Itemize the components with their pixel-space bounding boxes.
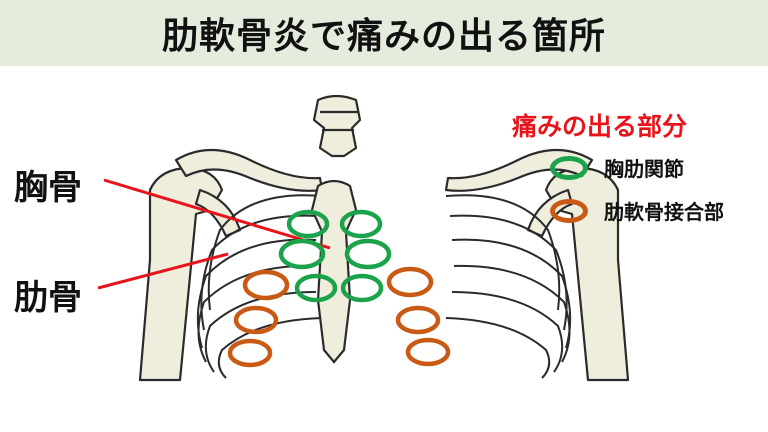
page-title: 肋軟骨炎で痛みの出る箇所 (161, 16, 606, 57)
legend-title: 痛みの出る部分 (512, 112, 688, 141)
orange-ellipse-icon (550, 198, 588, 223)
legend-text: 肋軟骨接合部 (604, 200, 724, 224)
legend-item-sternocostal: 胸肋関節 (550, 153, 684, 182)
green-ellipse-icon (550, 155, 588, 180)
legend-item-costochondral: 肋軟骨接合部 (550, 196, 724, 225)
sternum-label: 胸骨 (14, 168, 82, 208)
rib-label: 肋骨 (14, 278, 82, 318)
title-bar: 肋軟骨炎で痛みの出る箇所 (0, 0, 768, 66)
legend-text: 胸肋関節 (604, 157, 684, 181)
